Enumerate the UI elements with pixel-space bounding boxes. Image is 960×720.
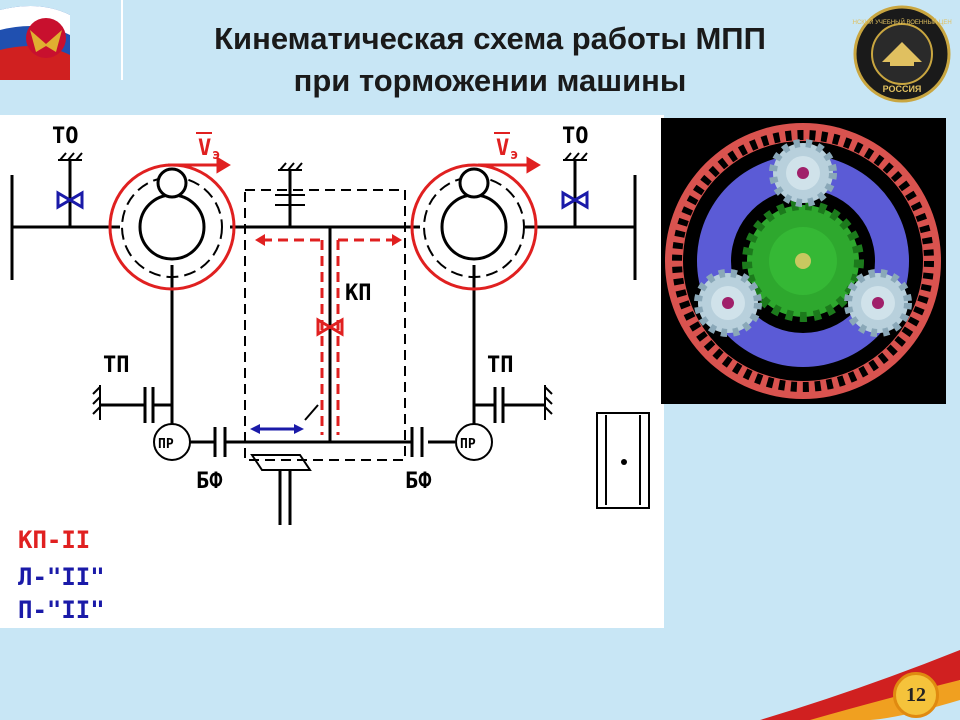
label-v-left: V <box>198 136 211 161</box>
kinematic-diagram: ТО ТО V э V э КП ТП ТП ПР ПР БФ БФ КП-II… <box>0 115 664 628</box>
title-line-1: Кинематическая схема работы МПП <box>214 21 766 56</box>
label-v-sub-right: э <box>510 147 518 163</box>
label-to-left: ТО <box>52 124 79 149</box>
label-kp: КП <box>345 281 372 306</box>
slide-title: Кинематическая схема работы МПП при торм… <box>130 18 850 102</box>
legend-p: П-"II" <box>18 596 105 624</box>
label-to-right: ТО <box>562 124 589 149</box>
label-pr-right: ПР <box>460 437 476 452</box>
training-center-seal-icon: ЛЕНСКИЙ УЧЕБНЫЙ ВОЕННЫЙ ЦЕНТР РОССИЯ <box>852 5 952 103</box>
label-v-right: V <box>496 136 509 161</box>
label-bf-right: БФ <box>405 469 432 494</box>
russian-flag-eagle-icon <box>0 0 123 80</box>
label-v-sub-left: э <box>212 147 220 163</box>
title-line-2: при торможении машины <box>293 63 687 98</box>
label-tp-right: ТП <box>487 353 514 378</box>
label-bf-left: БФ <box>196 469 223 494</box>
legend-kp: КП-II <box>18 526 90 554</box>
legend-l: Л-"II" <box>18 563 105 591</box>
label-tp-left: ТП <box>103 353 130 378</box>
planetary-gear-illustration <box>661 118 946 404</box>
label-pr-left: ПР <box>158 437 174 452</box>
seal-ring-text: ЛЕНСКИЙ УЧЕБНЫЙ ВОЕННЫЙ ЦЕНТР <box>852 18 952 26</box>
page-number-badge: 12 <box>893 672 939 718</box>
seal-bottom-text: РОССИЯ <box>883 84 922 94</box>
